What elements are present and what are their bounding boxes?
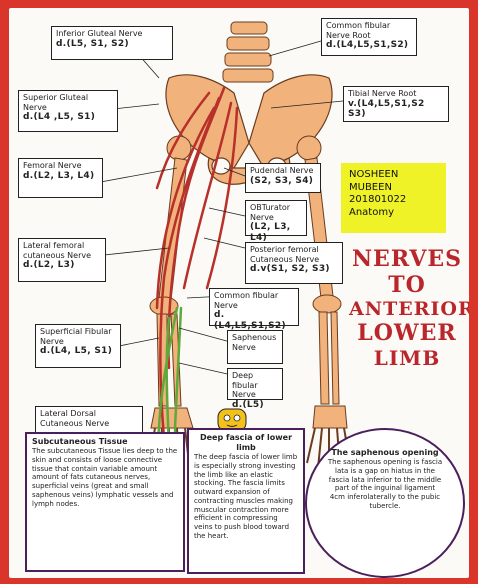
- note-body: The saphenous opening is fascia lata is …: [327, 458, 443, 510]
- nerve-roots: d.(L4,L5,S1,S2): [214, 310, 286, 331]
- label-pudendal-nerve: Pudendal Nerve (S2, S3, S4): [245, 163, 321, 193]
- label-superficial-fibular-nerve: Superficial Fibular Nerve d.(L4, L5, S1): [35, 324, 121, 368]
- note-body: The subcutaneous Tissue lies deep to the…: [32, 447, 178, 508]
- nerve-name: Lateral Dorsal Cutaneous Nerve: [40, 409, 110, 428]
- author-name: NOSHEEN MUBEEN: [349, 169, 399, 193]
- nerve-name: Tibial Nerve Root: [348, 89, 417, 98]
- nerve-name: Saphenous Nerve: [232, 333, 277, 352]
- label-tibial-nerve-root: Tibial Nerve Root v.(L4,L5,S1,S2 S3): [343, 86, 449, 122]
- lumbar-spine: [222, 21, 274, 83]
- cartoon-face-icon: [217, 408, 247, 432]
- title-line-5: LIMB: [373, 346, 441, 370]
- label-femoral-nerve: Femoral Nerve d.(L2, L3, L4): [18, 158, 103, 198]
- poster-sheet: Inferior Gluteal Nerve d.(L5, S1, S2) Su…: [9, 8, 469, 578]
- nerve-name: Common fibular Nerve Root: [326, 21, 391, 40]
- nerve-name: Pudendal Nerve: [250, 166, 314, 175]
- nerve-name: Femoral Nerve: [23, 161, 82, 170]
- nerve-roots: (L2, L3, L4): [250, 222, 291, 243]
- nerve-name: Common fibular Nerve: [214, 291, 279, 310]
- label-superior-gluteal-nerve: Superior Gluteal Nerve d.(L4 ,L5, S1): [18, 90, 118, 132]
- nerve-roots: d.(L4, L5, S1): [40, 346, 113, 357]
- nerve-name: Deep fibular Nerve: [232, 371, 258, 400]
- nerve-roots: d.(L5, S1, S2): [56, 38, 129, 49]
- nerve-name: OBTurator Nerve: [250, 203, 291, 222]
- note-deep-fascia: Deep fascia of lower limb The deep fasci…: [187, 428, 305, 574]
- nerve-name: Posterior femoral Cutaneous Nerve: [250, 245, 320, 264]
- label-common-fibular-nerve-root: Common fibular Nerve Root d.(L4,L5,S1,S2…: [321, 18, 417, 56]
- title-line-3: ANTERIOR: [349, 298, 469, 320]
- label-posterior-femoral-cutaneous-nerve: Posterior femoral Cutaneous Nerve d.v(S1…: [245, 242, 343, 284]
- nerve-name: Superior Gluteal Nerve: [23, 93, 89, 112]
- nerve-roots: d.(L4 ,L5, S1): [23, 112, 96, 123]
- author-card: NOSHEEN MUBEEN 201801022 Anatomy: [341, 163, 446, 233]
- nerve-roots: d.(L5): [232, 399, 264, 410]
- nerve-roots: d.(L4,L5,S1,S2): [326, 40, 409, 51]
- note-subcutaneous-tissue: Subcutaneous Tissue The subcutaneous Tis…: [25, 432, 185, 572]
- label-lateral-femoral-cutaneous-nerve: Lateral femoral cutaneous Nerve d.(L2, L…: [18, 238, 106, 282]
- nerve-name: Inferior Gluteal Nerve: [56, 29, 143, 38]
- label-deep-fibular-nerve: Deep fibular Nerve d.(L5): [227, 368, 283, 410]
- nerve-name: Superficial Fibular Nerve: [40, 327, 112, 346]
- nerve-name: Lateral femoral cutaneous Nerve: [23, 241, 92, 260]
- nerve-roots: d.(L2, L3, L4): [23, 170, 95, 181]
- label-obturator-nerve: OBTurator Nerve (L2, L3, L4): [245, 200, 307, 243]
- nerves-green: [153, 306, 183, 470]
- author-subject: Anatomy: [349, 206, 395, 218]
- label-inferior-gluteal-nerve: Inferior Gluteal Nerve d.(L5, S1, S2): [51, 26, 173, 60]
- note-saphenous-opening: The saphenous opening The saphenous open…: [305, 428, 465, 578]
- note-title: Subcutaneous Tissue: [32, 437, 128, 446]
- label-common-fibular-nerve: Common fibular Nerve d.(L4,L5,S1,S2): [209, 288, 299, 331]
- title-line-1: NERVES: [351, 246, 463, 272]
- author-id: 201801022: [349, 194, 407, 205]
- note-title: Deep fascia of lower limb: [199, 433, 293, 452]
- title-line-4: LOWER: [357, 320, 457, 346]
- nerve-roots: (S2, S3, S4): [250, 175, 314, 186]
- poster-title: NERVES TO ANTERIOR LOWER LIMB: [349, 246, 469, 370]
- label-saphenous-nerve: Saphenous Nerve: [227, 330, 283, 364]
- nerve-roots: v.(L4,L5,S1,S2 S3): [348, 98, 425, 120]
- note-body: The deep fascia of lower limb is especia…: [194, 453, 298, 540]
- title-line-2: TO: [388, 272, 426, 298]
- nerve-roots: d.v(S1, S2, S3): [250, 264, 330, 275]
- nerve-roots: d.(L2, L3): [23, 260, 75, 271]
- note-title: The saphenous opening: [331, 448, 439, 457]
